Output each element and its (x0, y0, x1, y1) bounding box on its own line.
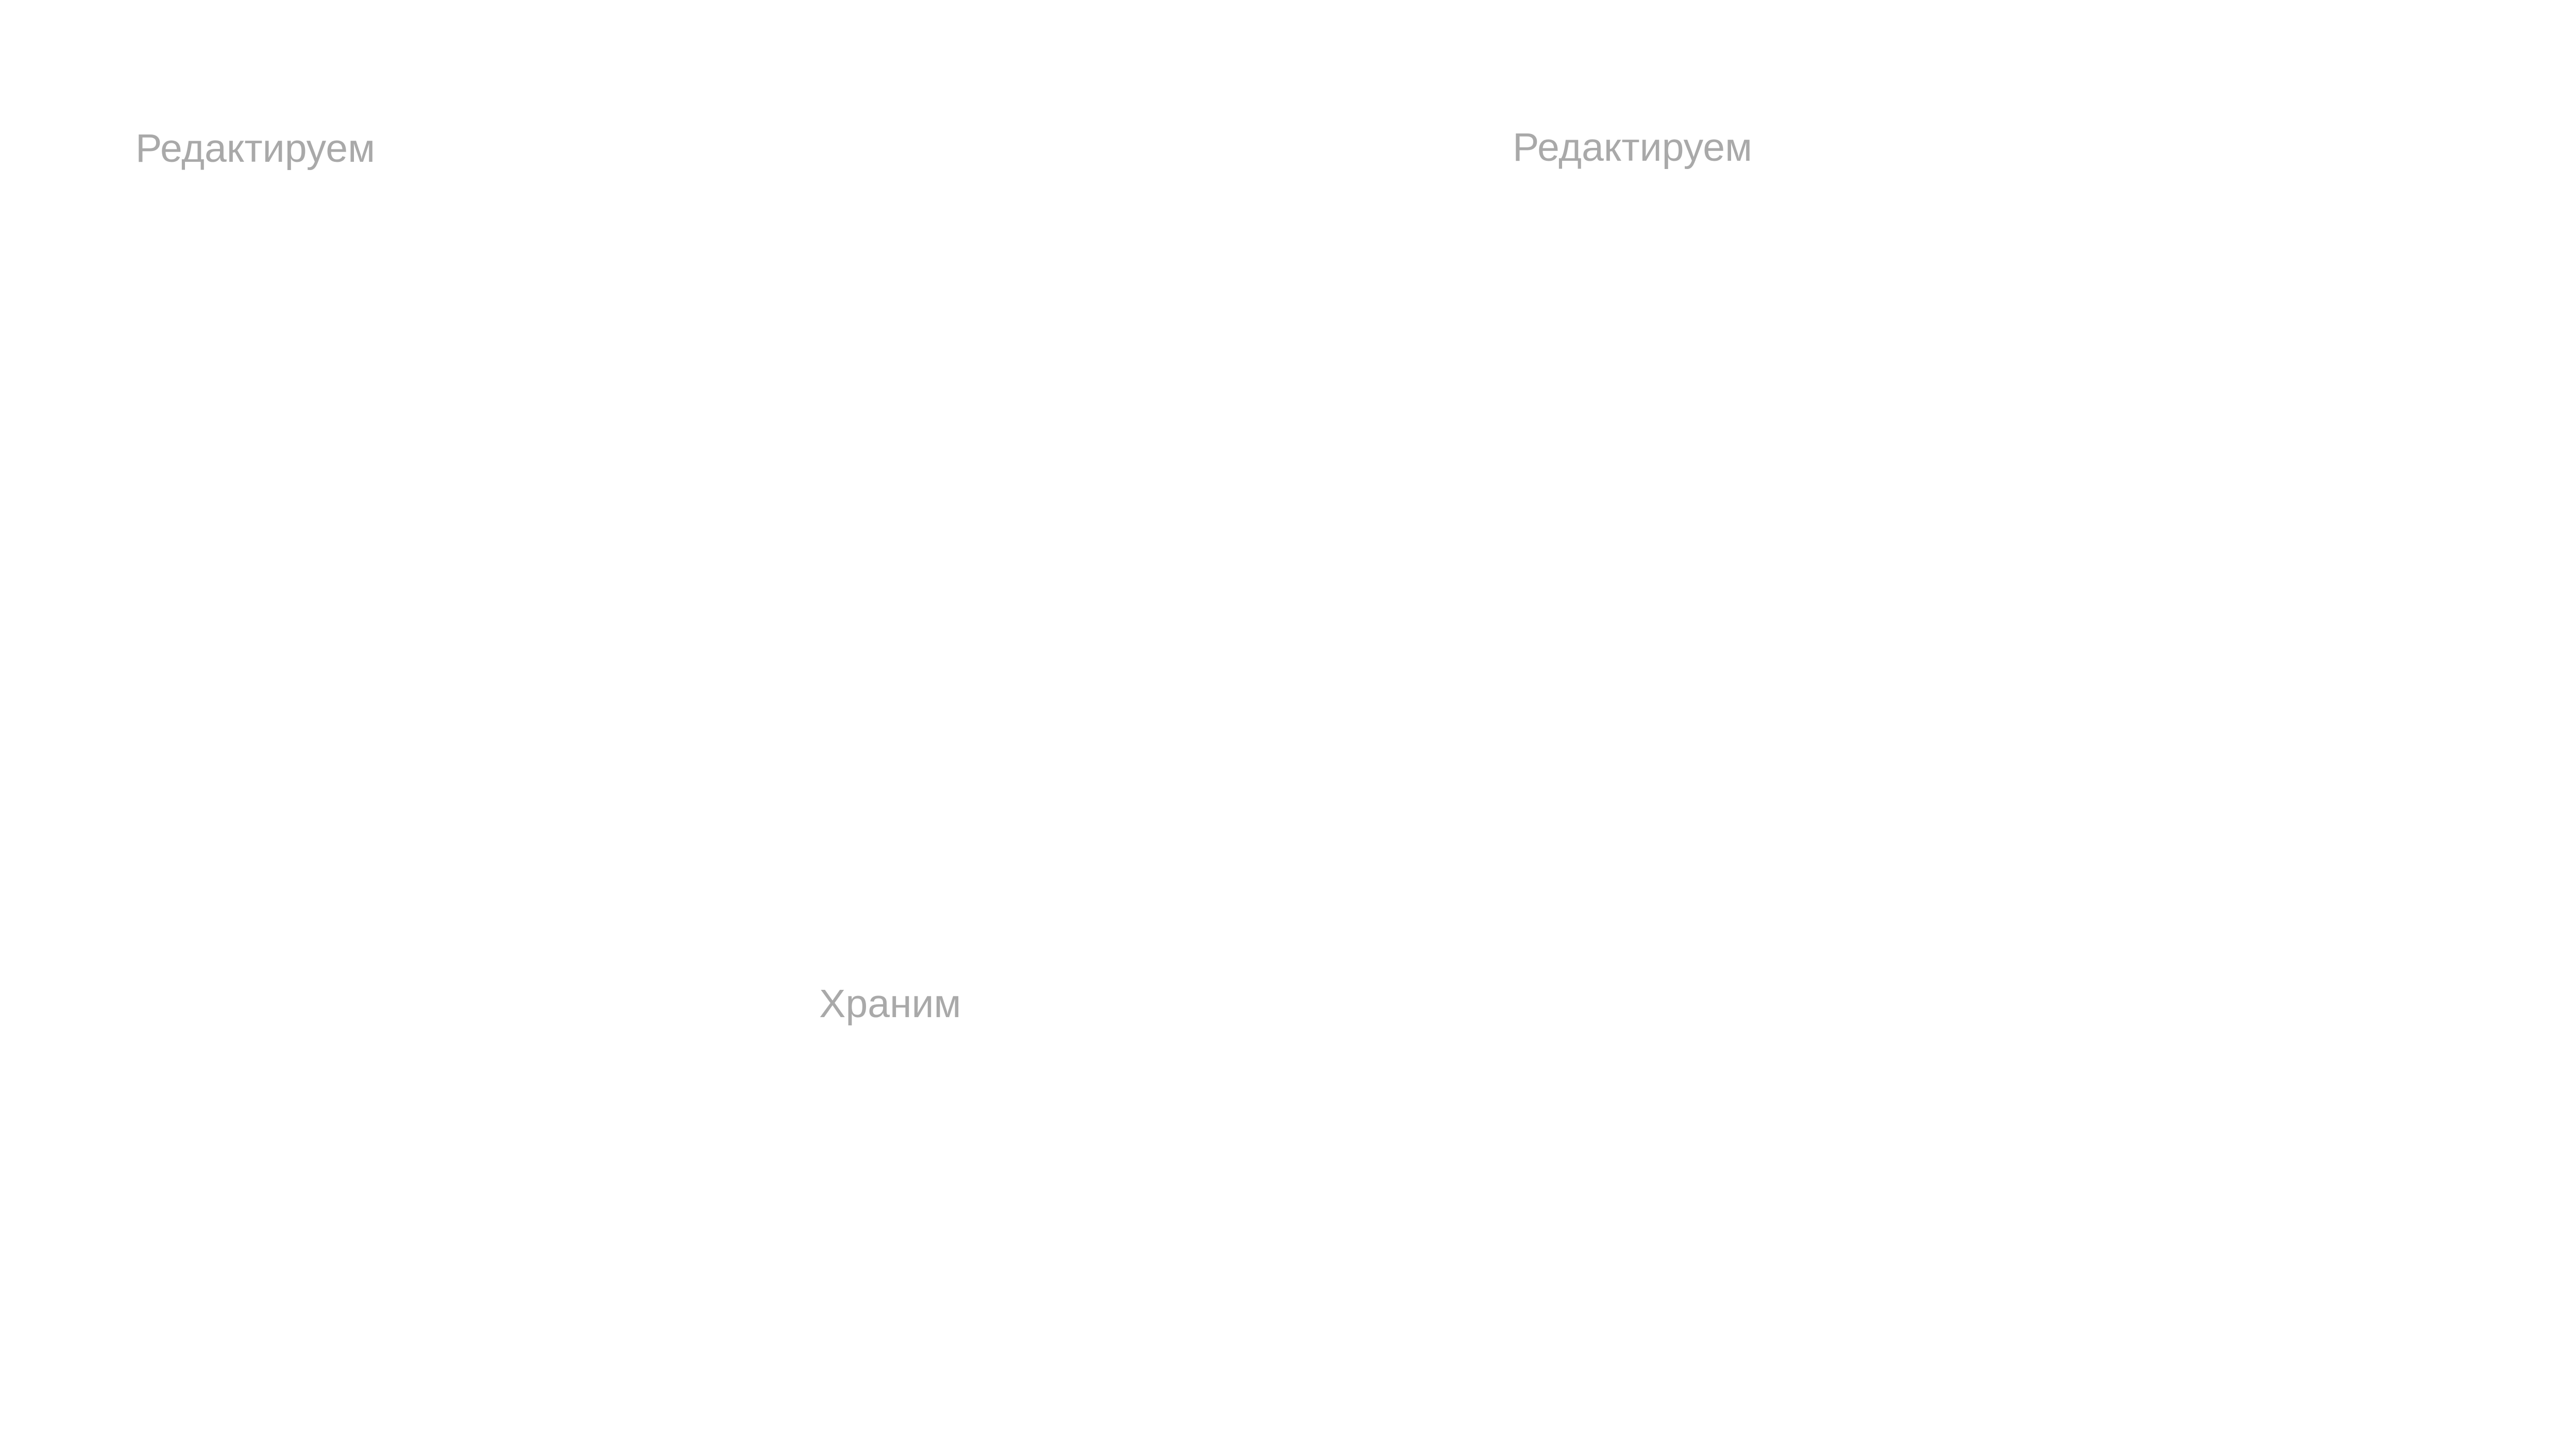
edit-label-left: Редактируем (135, 126, 376, 171)
edit-label-right: Редактируем (1513, 125, 1753, 170)
store-label: Храним (819, 982, 961, 1026)
